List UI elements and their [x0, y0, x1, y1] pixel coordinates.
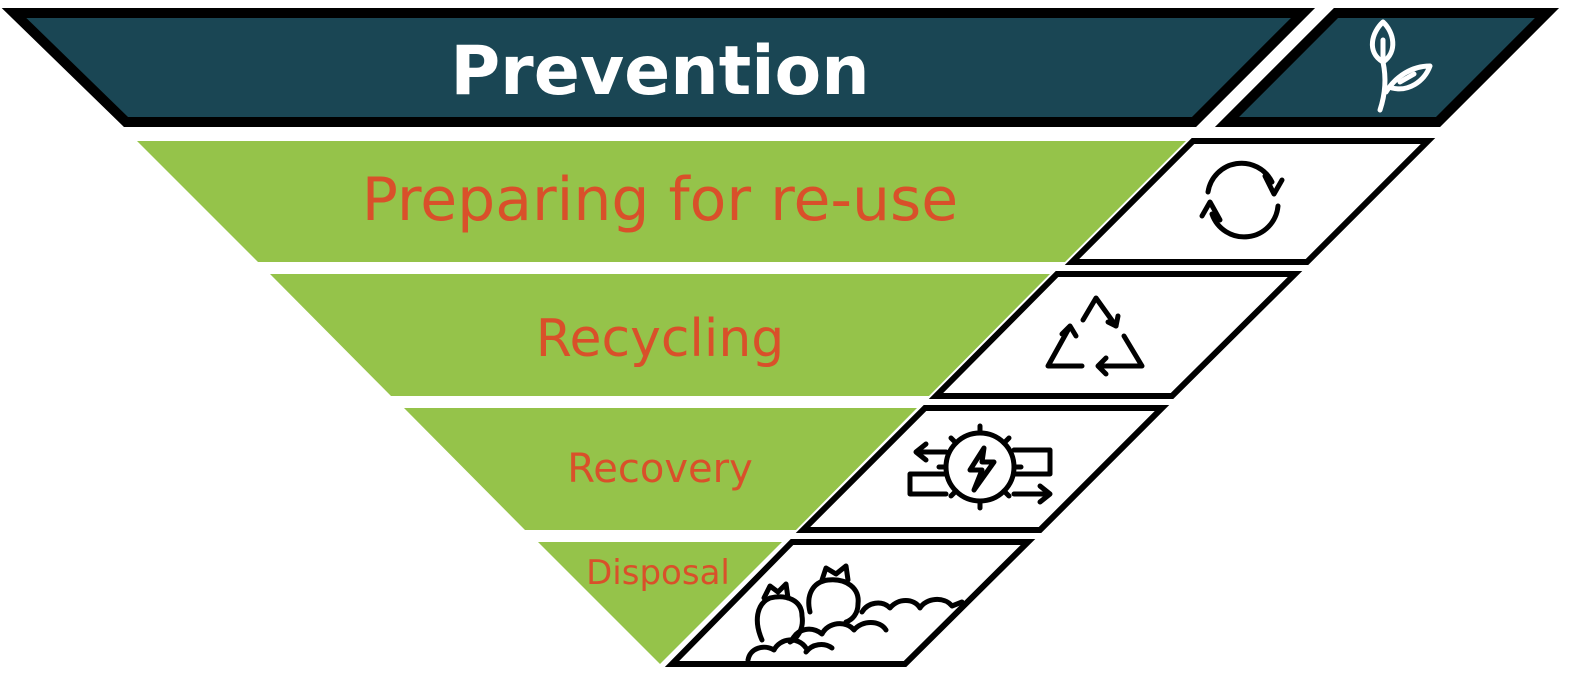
landfill-waste-bags-icon — [745, 563, 965, 663]
prevention-icon-cell — [1214, 8, 1560, 127]
tier-label-prevention: Prevention — [450, 32, 869, 111]
tier-preparing-for-reuse: Preparing for re-use — [137, 138, 1436, 265]
leaf-sprout-icon — [1370, 19, 1433, 113]
tier-label-disposal: Disposal — [586, 553, 730, 593]
tier-label-reuse: Preparing for re-use — [362, 165, 958, 235]
tier-recycling: Recycling — [270, 271, 1303, 399]
recycling-icon-cell — [928, 271, 1303, 399]
refresh-cycle-icon — [1199, 160, 1285, 240]
recycle-triangle-icon — [1045, 295, 1145, 377]
tier-label-recovery: Recovery — [567, 446, 752, 492]
disposal-band — [538, 542, 782, 664]
reuse-icon-cell — [1064, 138, 1436, 265]
energy-gear-icon — [907, 423, 1053, 511]
tier-recovery: Recovery — [404, 405, 1170, 533]
reuse-band — [137, 141, 1186, 262]
tier-prevention: Prevention — [1, 7, 1560, 127]
recovery-band — [404, 408, 917, 530]
tier-disposal: Disposal — [538, 539, 1036, 667]
tier-label-recycling: Recycling — [536, 309, 785, 369]
prevention-band — [1, 7, 1316, 127]
recycling-band — [270, 274, 1050, 396]
